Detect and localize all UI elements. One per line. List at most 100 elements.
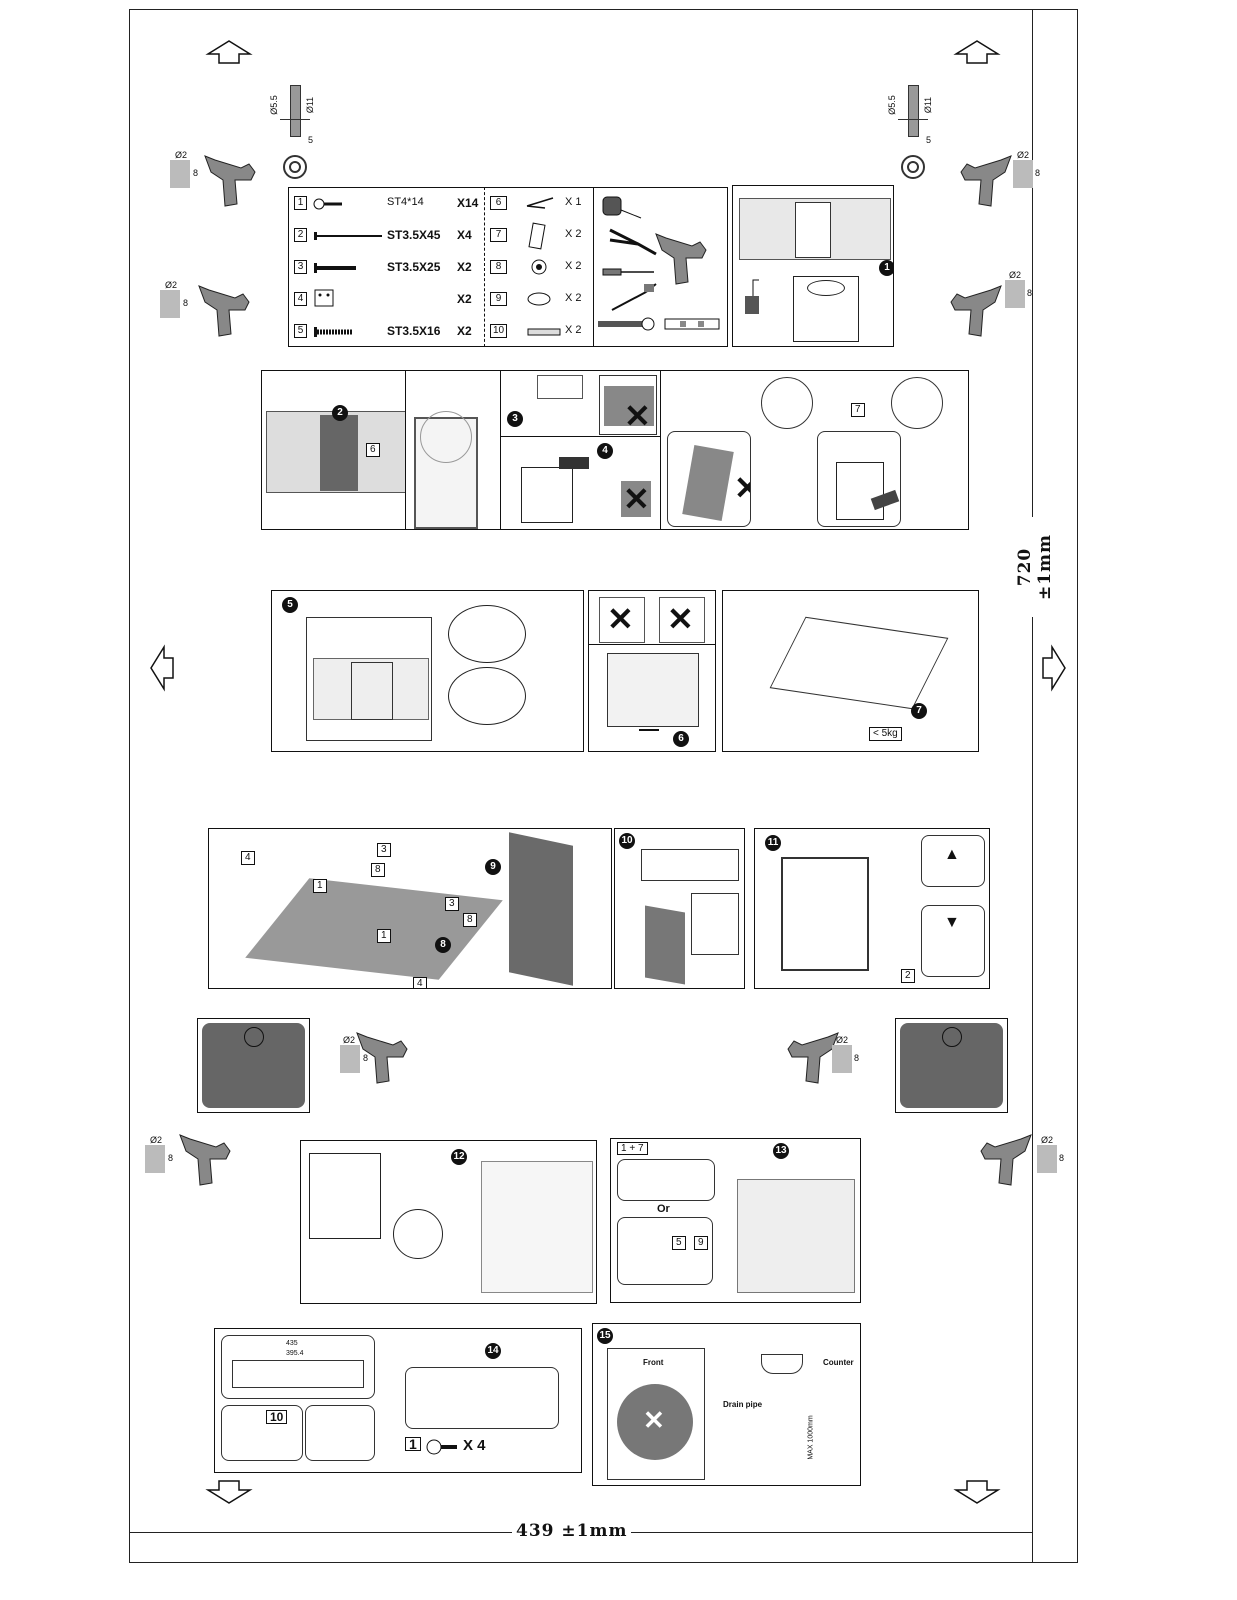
strip-icon: [527, 328, 561, 336]
max-label: MAX 1000mm: [807, 1415, 815, 1460]
arrow-down-icon: [953, 1480, 1001, 1504]
drill-marker: Ø2 8: [335, 1025, 425, 1085]
step-13-detail-a: [617, 1159, 715, 1201]
part-label: 1: [313, 879, 327, 893]
cross-icon: ✕: [734, 472, 750, 504]
drill-marker: Ø2 8: [955, 140, 1055, 210]
step-15-panel: 15 Front ✕ Counter Drain pipe MAX 1000mm: [592, 1323, 861, 1486]
step-14-install-detail: [405, 1367, 559, 1429]
bracket-left-panel: [197, 1018, 310, 1113]
step-number: 14: [485, 1343, 501, 1359]
drill-icon: [179, 1134, 231, 1186]
step-number: 13: [773, 1143, 789, 1159]
wrench-icon: [598, 317, 655, 331]
part-label: 6: [366, 443, 380, 457]
tape-measure-icon: [602, 196, 642, 219]
plate-icon: [528, 222, 546, 250]
part-label: 4: [241, 851, 255, 865]
cross-icon: ✕: [667, 601, 694, 637]
step-7-panel: 7 < 5kg: [722, 590, 979, 752]
bracket-icon: [314, 289, 334, 307]
step-number: 15: [597, 1328, 613, 1344]
drill-marker: Ø2 8: [975, 1125, 1075, 1195]
step-5-panel: 5: [271, 590, 584, 752]
part-label: 5: [672, 1236, 686, 1250]
step13-combo: 1 + 7: [617, 1142, 648, 1155]
step-7-rail-panel: ✕ 7: [660, 370, 969, 530]
screwdriver-icon: [611, 283, 657, 311]
parts-row: 4 X2: [289, 284, 479, 316]
step-number: 7: [911, 703, 927, 719]
hole-marker-left: Ø5.5 Ø11 5: [262, 85, 322, 185]
part-label: 3: [377, 843, 391, 857]
part-label: 1: [405, 1437, 421, 1451]
part-label: 8: [371, 863, 385, 877]
step-3-panel: 3 ✕: [500, 370, 661, 437]
drill-icon: [787, 1032, 839, 1084]
parts-list-panel: 1 ST4*14 X14 2 ST3.5X45 X4 3 ST3.5X25 X2…: [288, 187, 485, 347]
clip-icon: [526, 197, 554, 209]
step-number: 5: [282, 597, 298, 613]
step-13-panel: 1 + 7 13 Or 5 9: [610, 1138, 861, 1303]
screw-icon: [313, 198, 342, 210]
part-label: 9: [694, 1236, 708, 1250]
step-number: 12: [451, 1149, 467, 1165]
cross-icon: ✕: [607, 601, 634, 637]
drill-icon: [950, 285, 1002, 337]
right-dimension-line: [1032, 9, 1033, 1563]
step-3-detail: ✕: [599, 375, 657, 435]
step-number: 2: [332, 405, 348, 421]
step-11-detail-down: ▼: [921, 905, 985, 977]
spool-icon: [531, 259, 547, 275]
step-8-9-panel: 4 1 3 8 3 8 1 4 8 9: [208, 828, 612, 989]
bracket-right-panel: [895, 1018, 1008, 1113]
cross-icon: ✕: [623, 481, 650, 517]
drill-marker: Ø2 8: [165, 140, 265, 210]
tape-measure-icon: [745, 279, 759, 314]
drain-label: Drain pipe: [723, 1400, 763, 1409]
parts-row: 5 ST3.5X16 X2: [289, 316, 479, 346]
drill-icon: [960, 155, 1012, 207]
dim-b: 395.4: [286, 1350, 304, 1357]
screw-icon: [314, 232, 382, 240]
step-1-panel: 1: [732, 185, 894, 347]
screwdriver-icon: [602, 268, 654, 276]
level-icon: [664, 318, 720, 330]
step-2b-panel: [405, 370, 501, 530]
hole-marker-right: Ø5.5 Ø11 5: [880, 85, 940, 185]
drill-icon: [655, 233, 707, 285]
step-number: 8: [435, 937, 451, 953]
tools-panel: [593, 187, 728, 347]
pliers-icon: [609, 228, 657, 256]
drill-marker: Ø2 8: [945, 270, 1045, 340]
counter-label: Counter: [823, 1358, 854, 1367]
template-outer-frame: [129, 9, 1078, 1563]
step-number: 9: [485, 859, 501, 875]
step-14-panel: 435 395.4 14 10 1 X 4: [214, 1328, 582, 1473]
width-dimension-label: 439 ±1mm: [512, 1521, 632, 1541]
part-label: 1: [377, 929, 391, 943]
rail-detail-b: [817, 431, 901, 527]
screw-icon: [426, 1439, 457, 1455]
drill-icon: [980, 1134, 1032, 1186]
arrow-up-icon: [953, 40, 1001, 64]
step-number: 10: [619, 833, 635, 849]
step14-combo: X 4: [463, 1437, 486, 1454]
arrow-up-icon: [205, 40, 253, 64]
part-label: 2: [901, 969, 915, 983]
step-13-detail-b: 5 9: [617, 1217, 713, 1285]
arrow-right-icon: [1042, 644, 1066, 692]
step-14-strip-detail: 10: [221, 1405, 303, 1461]
part-label: 8: [463, 913, 477, 927]
part-label: 10: [266, 1410, 288, 1424]
step-11-detail-up: ▲: [921, 835, 985, 887]
step-6-panel: 6: [588, 644, 716, 752]
step-14-cable-detail: [305, 1405, 375, 1461]
cap-icon: [527, 292, 551, 306]
arrow-down-icon: [205, 1480, 253, 1504]
step-14-dim-detail: 435 395.4: [221, 1335, 375, 1399]
step-number: 3: [507, 411, 523, 427]
